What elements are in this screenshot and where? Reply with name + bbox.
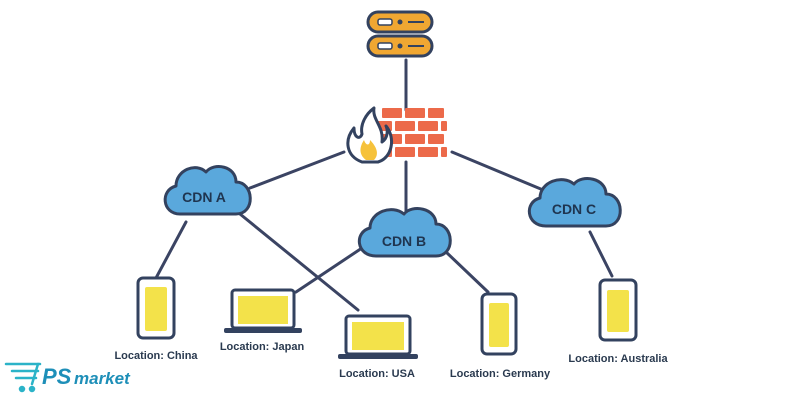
firewall-cdn-c-link xyxy=(450,150,550,194)
usa-laptop-icon xyxy=(338,314,418,359)
location-japan-label: Location: Japan xyxy=(220,341,305,353)
australia-phone-icon xyxy=(598,278,638,342)
cdn-c-australia-link xyxy=(588,230,614,278)
location-china-label: Location: China xyxy=(114,350,198,362)
germany-phone-icon xyxy=(480,292,518,356)
cdn-b-label: CDN B xyxy=(382,233,426,249)
cdn-a-usa-link xyxy=(238,212,360,312)
server-icon xyxy=(366,10,434,58)
cdn-b-japan-link xyxy=(294,246,364,294)
cdn-c-label: CDN C xyxy=(552,201,596,217)
location-usa-label: Location: USA xyxy=(339,368,415,380)
china-phone-icon xyxy=(136,276,176,340)
cdn-a-label: CDN A xyxy=(182,189,226,205)
location-germany-label: Location: Germany xyxy=(450,368,551,380)
firewall-cdn-a-link xyxy=(248,150,346,190)
cdn-c-cloud: CDN C xyxy=(528,177,622,228)
cdn-b-cloud: CDN B xyxy=(358,207,452,258)
eps-market-watermark: PS market xyxy=(4,362,131,393)
brand-letters: PS xyxy=(42,364,72,389)
shopping-cart-icon xyxy=(4,362,42,393)
japan-laptop-icon xyxy=(224,288,302,333)
firewall-icon xyxy=(346,106,447,164)
location-australia-label: Location: Australia xyxy=(568,353,668,365)
connections xyxy=(154,58,614,312)
cdn-a-cloud: CDN A xyxy=(163,165,252,216)
cdn-b-germany-link xyxy=(444,250,490,294)
cdn-a-china-link xyxy=(154,220,188,280)
brand-word: market xyxy=(74,369,131,388)
